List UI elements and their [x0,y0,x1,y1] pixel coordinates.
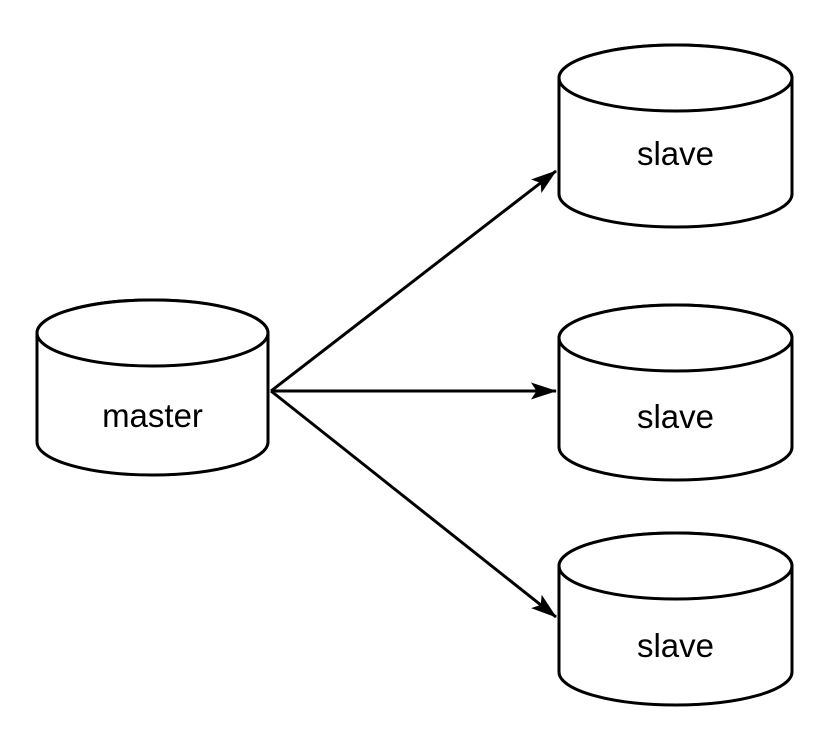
database-cylinder-top [557,303,794,373]
slave-label: slave [637,627,714,664]
master-label: master [102,397,203,434]
slave-node-bottom: slave [557,531,794,707]
slave-label: slave [637,398,714,435]
slave-label: slave [637,135,714,172]
edges [270,169,557,619]
database-cylinder-top [35,298,270,368]
slave-node-top: slave [557,43,794,229]
arrow-master-to-slave-top [270,169,557,393]
database-cylinder-top [557,43,794,113]
slave-node-middle: slave [557,303,794,482]
arrow-master-to-slave-bottom [270,389,557,619]
database-cylinder-top [557,531,794,601]
master-node: master [35,298,270,477]
